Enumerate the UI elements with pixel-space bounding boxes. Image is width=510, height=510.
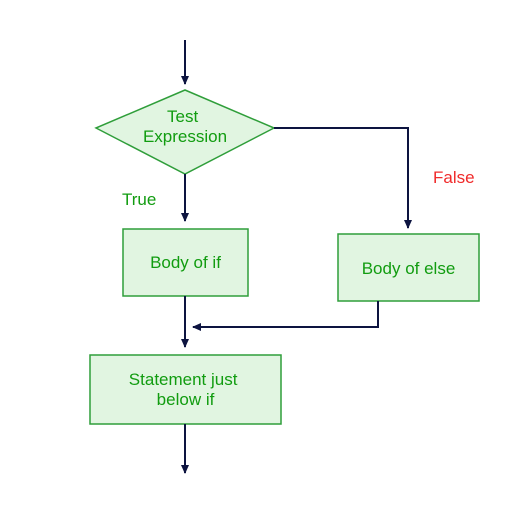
false-branch-arrow [274, 127, 412, 229]
decision-label-line1: Test [167, 107, 198, 126]
decision-label: Test Expression [143, 107, 227, 146]
decision-label-line2: Expression [143, 127, 227, 146]
after-statement-label: Statement just below if [129, 370, 242, 409]
true-branch-label: True [122, 190, 156, 209]
after-statement-line2: below if [157, 390, 215, 409]
after-statement-line1: Statement just [129, 370, 238, 389]
if-body-label: Body of if [150, 253, 221, 272]
false-branch-label: False [433, 168, 475, 187]
else-exit-arrow [192, 301, 379, 331]
else-body-box [337, 233, 480, 302]
after-statement-box [89, 354, 282, 425]
if-body-box [122, 228, 249, 297]
else-body-label: Body of else [362, 259, 456, 278]
